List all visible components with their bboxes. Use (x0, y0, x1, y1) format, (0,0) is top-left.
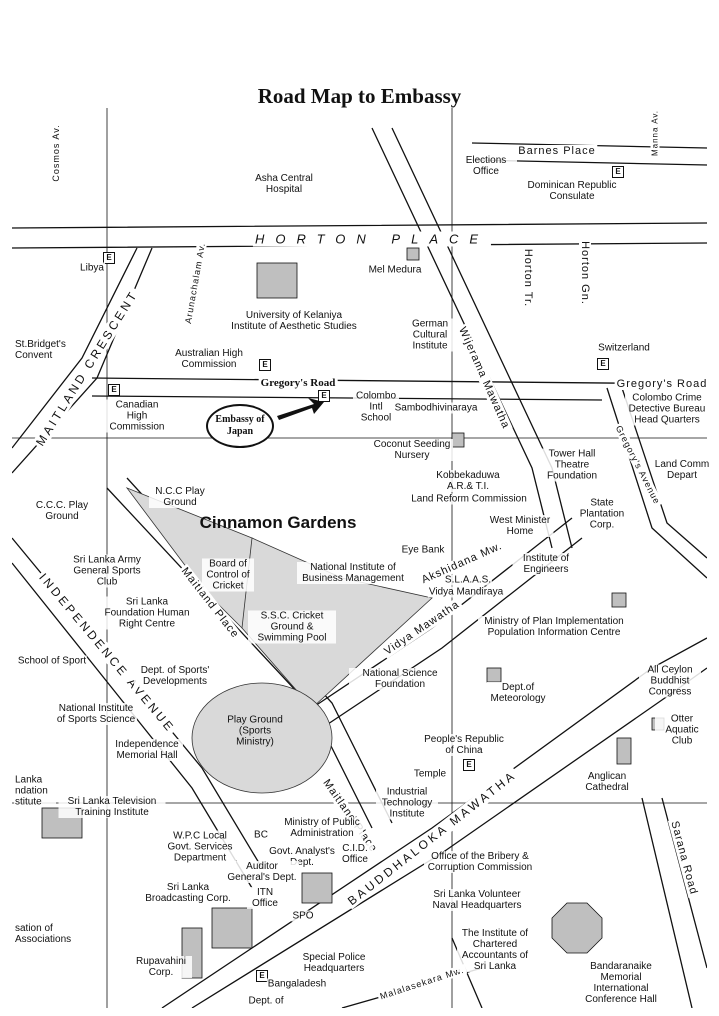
place-eye-bank: Eye Bank (400, 544, 446, 556)
place-itn-office: ITN Office (247, 887, 283, 909)
road-label-barnes-place: Barnes Place (516, 145, 598, 157)
place-public-admin: Ministry of Public Administration (281, 817, 363, 839)
place-auditor-general: Auditor General's Dept. (225, 861, 299, 883)
place-bangaladesh: Bangaladesh (266, 978, 328, 990)
place-australian-hc: Australian High Commission (160, 348, 258, 370)
place-asha-hospital: Asha Central Hospital (248, 173, 320, 195)
play-ground-area (191, 682, 333, 794)
bmich-octagon (551, 902, 603, 954)
embassy-e-icon: E (612, 166, 624, 178)
place-special-police: Special Police Headquarters (297, 952, 371, 974)
embassy-of-japan-marker[interactable]: Embassy of Japan (206, 404, 274, 448)
place-buddhist-congress: All Ceylon Buddhist Congress (639, 664, 701, 698)
place-elections-office: Elections Office (455, 155, 517, 177)
place-slaas: S.L.A.A.S. (443, 574, 493, 586)
place-dominican-consulate: Dominican Republic Consulate (521, 180, 623, 202)
place-naval-hq: Sri Lanka Volunteer Naval Headquarters (426, 889, 528, 911)
embassy-e-icon: E (103, 252, 115, 264)
place-wpc-local-govt: W.P.C Local Govt. Services Department (164, 830, 236, 864)
embassy-e-icon: E (256, 970, 268, 982)
place-nibm: National Institute of Business Managemen… (297, 562, 409, 584)
place-army-sports-club: Sri Lanka Army General Sports Club (61, 554, 153, 588)
road-label-cosmos: Cosmos Av. (51, 122, 61, 184)
place-bc: BC (253, 829, 269, 841)
place-play-ground-ministry: Play Ground (Sports Ministry) (227, 714, 283, 748)
place-industrial-tech: Industrial Technology Institute (376, 786, 438, 820)
place-lanka-foundation: Lanka ndation stitute (14, 774, 56, 808)
road-label-horton-place: HORTON PLACE (252, 231, 492, 247)
area-label-cinnamon-gardens: Cinnamon Gardens (199, 513, 357, 532)
place-bmich: Bandaranaike Memorial International Conf… (575, 961, 667, 1005)
place-ssc-ground: S.S.C. Cricket Ground & Swimming Pool (248, 610, 336, 644)
place-land-comm: Land Comm Depart (653, 459, 711, 481)
place-meteorology: Dept.of Meteorology (487, 682, 549, 704)
place-german-institute: German Cultural Institute (407, 318, 453, 352)
embassy-e-icon: E (259, 359, 271, 371)
place-spo: SPO (291, 910, 315, 922)
place-libya: Libya (79, 262, 105, 274)
place-slbc: Sri Lanka Broadcasting Corp. (142, 882, 234, 904)
building-block (616, 737, 632, 765)
place-engineers: Institute of Engineers (512, 553, 580, 575)
place-nis: National Institute of Sports Science (55, 703, 137, 725)
embassy-arrow (277, 398, 324, 420)
building-block (406, 247, 420, 261)
building-block (211, 907, 253, 949)
place-kelaniya: University of Kelaniya Institute of Aest… (228, 310, 360, 332)
embassy-e-icon: E (108, 384, 120, 396)
place-dept-of: Dept. of (247, 995, 285, 1007)
embassy-e-icon: E (318, 390, 330, 402)
place-switzerland: Switzerland (597, 342, 651, 354)
road-map[interactable]: HORTON PLACE MAITLAND CRESCENT INDEPENDE… (12, 107, 711, 1008)
place-colombo-intl-school: Colombo Intl School (353, 390, 399, 424)
building-block (486, 667, 502, 683)
building-block (256, 262, 298, 299)
embassy-e-icon: E (597, 358, 609, 370)
place-land-reform: Land Reform Commission (410, 493, 528, 505)
gregorys-road (91, 377, 707, 401)
place-sltv-training: Sri Lanka Television Training Institute (58, 796, 166, 818)
place-tower-hall: Tower Hall Theatre Foundation (541, 448, 603, 482)
place-temple: Temple (412, 768, 448, 780)
place-cricket-board: Board of Control of Cricket (202, 558, 254, 592)
place-west-minister: West Minister Home (486, 515, 554, 537)
place-china-embassy: People's Republic of China (418, 734, 510, 756)
place-st-bridgets: St.Bridget's Convent (14, 339, 74, 361)
road-label-horton-tr: Horton Tr. (522, 246, 534, 310)
place-sambodhi: Sambodhivinaraya (393, 402, 479, 414)
embassy-e-icon: E (463, 759, 475, 771)
building-block (451, 432, 465, 448)
building-block (301, 872, 333, 904)
place-state-plantation: State Plantation Corp. (575, 497, 629, 531)
place-anglican: Anglican Cathedral (578, 771, 636, 793)
place-coconut-nursery: Coconut Seeding Nursery (371, 439, 453, 461)
road-label-gregorys-road-east: Gregory's Road (614, 378, 710, 390)
place-canadian-hc: Canadian High Commission (104, 399, 170, 433)
place-kobbekaduwa: Kobbekaduwa A.R.& T.I. (432, 470, 504, 492)
place-independence-hall: Independence Memorial Hall (111, 739, 183, 761)
place-vidya-mandiraya: Vidya Mandiraya (427, 586, 505, 598)
road-label-horton-gn: Horton Gn. (579, 239, 591, 307)
place-school-of-sport: School of Sport (16, 655, 88, 667)
page-title: Road Map to Embassy (257, 84, 462, 108)
road-label-manna: Manna Av. (650, 107, 660, 159)
place-ncc-ground: N.C.C Play Ground (149, 486, 211, 508)
place-bribery-commission: Office of the Bribery & Corruption Commi… (424, 851, 536, 873)
road-label-gregorys-road: Gregory's Road (258, 377, 338, 389)
place-otter-club: Otter Aquatic Club (655, 713, 709, 747)
place-cid-office: C.I.D. Office (337, 843, 373, 865)
place-science-foundation: National Science Foundation (349, 668, 451, 690)
place-plan-implementation: Ministry of Plan Implementation Populati… (478, 616, 630, 638)
place-mel-medura: Mel Medura (367, 264, 423, 276)
place-chartered-accountants: The Institute of Chartered Accountants o… (457, 928, 533, 972)
place-ccc-ground: C.C.C. Play Ground (31, 500, 93, 522)
building-block (611, 592, 627, 608)
place-rupavahini: Rupavahini Corp. (130, 956, 192, 978)
place-human-right-centre: Sri Lanka Foundation Human Right Centre (100, 596, 194, 630)
place-dept-sports: Dept. of Sports' Developments (134, 665, 216, 687)
place-crime-bureau: Colombo Crime Detective Bureau Head Quar… (625, 392, 709, 426)
place-associations: sation of Associations (14, 923, 86, 945)
